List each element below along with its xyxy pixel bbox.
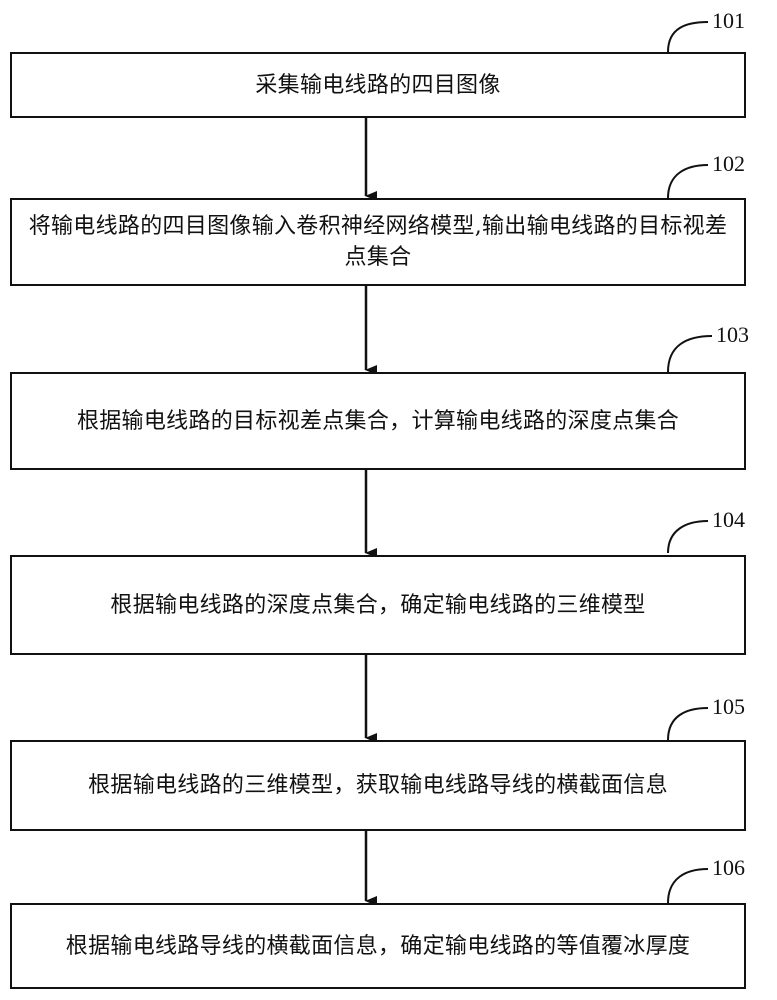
leader-curve-103 — [667, 335, 713, 373]
step-box-101: 采集输电线路的四目图像 — [10, 52, 746, 118]
leader-curve-106 — [667, 868, 709, 904]
step-box-105: 根据输电线路的三维模型，获取输电线路导线的横截面信息 — [10, 740, 746, 831]
step-box-104: 根据输电线路的深度点集合，确定输电线路的三维模型 — [10, 555, 746, 655]
step-box-102: 将输电线路的四目图像输入卷积神经网络模型,输出输电线路的目标视差点集合 — [10, 198, 746, 286]
leader-curve-102 — [667, 164, 709, 199]
step-text: 根据输电线路的目标视差点集合，计算输电线路的深度点集合 — [76, 408, 680, 434]
step-text: 根据输电线路的三维模型，获取输电线路导线的横截面信息 — [88, 773, 668, 798]
step-label-106: 106 — [712, 855, 745, 880]
leader-curve-101 — [667, 21, 709, 53]
step-box-103: 根据输电线路的目标视差点集合，计算输电线路的深度点集合 — [10, 372, 746, 470]
step-box-106: 根据输电线路导线的横截面信息，确定输电线路的等值覆冰厚度 — [10, 903, 746, 989]
step-label-102: 102 — [712, 151, 745, 176]
step-text: 将输电线路的四目图像输入卷积神经网络模型,输出输电线路的目标视差点集合 — [28, 214, 728, 270]
leader-curve-105 — [667, 707, 709, 741]
step-label-104: 104 — [712, 507, 745, 532]
step-text: 根据输电线路的深度点集合，确定输电线路的三维模型 — [110, 592, 646, 618]
leader-curve-104 — [667, 520, 709, 554]
step-label-101: 101 — [712, 8, 745, 33]
step-text: 采集输电线路的四目图像 — [255, 72, 501, 98]
step-text: 根据输电线路导线的横截面信息，确定输电线路的等值覆冰厚度 — [65, 933, 691, 959]
step-label-105: 105 — [712, 694, 745, 719]
step-label-103: 103 — [716, 322, 749, 347]
